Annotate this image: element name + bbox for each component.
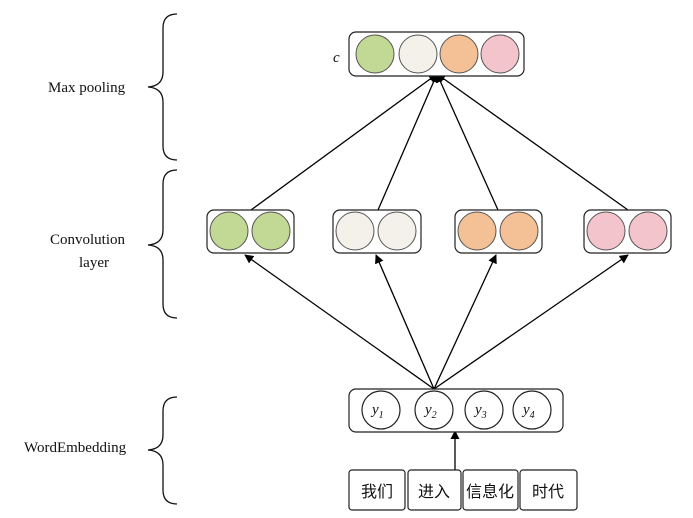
output-cell-white (398, 34, 438, 74)
token-box-4 (519, 469, 578, 511)
embedding-box (348, 388, 564, 433)
token-box-3 (462, 469, 519, 511)
conv-cell (586, 211, 626, 251)
edge-embed-conv2 (375, 254, 435, 390)
embedding-cell-y1 (361, 390, 401, 430)
conv-cell (377, 211, 417, 251)
output-layer: c (333, 31, 525, 77)
edge-conv2-output (377, 73, 438, 211)
convolution-brace (147, 169, 178, 319)
conv-cell (251, 211, 291, 251)
edge-conv4-output (436, 73, 629, 211)
embedding-var-y1: y1 (370, 402, 384, 421)
conv-cell (209, 211, 249, 251)
max-pooling-brace (147, 13, 178, 161)
token-4: 时代 (532, 482, 564, 501)
embedding-cell-y3 (464, 390, 504, 430)
token-row: 我们 进入 信息化 时代 (348, 469, 578, 511)
edge-embed-conv1 (244, 254, 435, 390)
conv-group-white (332, 209, 422, 254)
output-cell-green (355, 34, 395, 74)
embedding-var-y4: y4 (521, 402, 535, 421)
conv-cell (628, 211, 668, 251)
conv-cell (335, 211, 375, 251)
conv-cell (499, 211, 539, 251)
output-symbol: c (333, 50, 340, 66)
embedding-brace (147, 396, 178, 505)
embedding-var-y3: y3 (473, 402, 487, 421)
word-embedding-label: WordEmbedding (24, 440, 127, 456)
embedding-cell-y4 (512, 390, 552, 430)
max-pooling-label: Max pooling (48, 80, 126, 96)
embedding-var-y2: y2 (423, 402, 437, 421)
conv-group-pink (583, 209, 672, 254)
output-cell-pink (480, 34, 520, 74)
token-2: 进入 (418, 482, 450, 501)
output-cell-orange (439, 34, 479, 74)
edge-embed-conv4 (433, 254, 629, 390)
edge-conv3-output (436, 73, 499, 211)
edge-embed-conv3 (433, 254, 497, 390)
token-3: 信息化 (466, 482, 514, 501)
conv-group-orange (454, 209, 543, 254)
token-1: 我们 (361, 482, 393, 501)
edge-conv1-output (250, 73, 438, 211)
conv-cell (457, 211, 497, 251)
convolution-label-line1: Convolution (50, 232, 126, 248)
token-box-1 (348, 469, 406, 511)
embedding-cell-y2 (414, 390, 454, 430)
conv-group-green (206, 209, 295, 254)
token-box-2 (407, 469, 462, 511)
convolution-label-line2: layer (79, 255, 109, 271)
embedding-layer: y1 y2 y3 y4 (348, 388, 564, 433)
